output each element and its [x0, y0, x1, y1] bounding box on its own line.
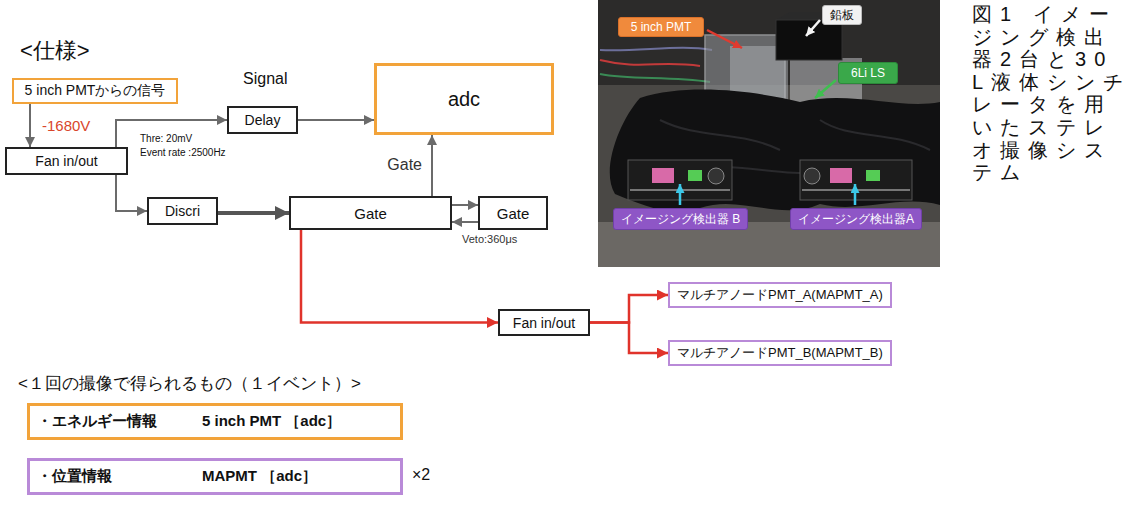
box-text: Gate	[497, 205, 530, 222]
connector-label: Veto:360μs	[460, 233, 519, 245]
section-heading: <仕様>	[20, 36, 90, 66]
leader-arrow	[806, 20, 820, 36]
box-text: Discri	[165, 203, 200, 219]
box-text: マルチアノードPMT_A(MAPMT_A)	[677, 286, 883, 304]
output-box: ・エネルギー情報5 inch PMT ［adc］	[27, 403, 403, 440]
fan-box: Fan in/out	[5, 147, 128, 175]
detector-part	[830, 168, 852, 183]
box-text: ・エネルギー情報	[37, 412, 202, 431]
detector-part	[652, 168, 674, 183]
note-label: Thre: 20mV	[140, 133, 192, 144]
box-text: 5 inch PMTからの信号	[25, 82, 166, 100]
leader-arrow	[707, 30, 742, 48]
signal-connector	[590, 323, 668, 354]
box-text: Delay	[245, 112, 281, 128]
photo-tag: 5 inch PMT	[618, 17, 704, 37]
box-text: 鉛板	[830, 7, 854, 24]
output-box: ・位置情報MAPMT ［adc］	[27, 458, 403, 495]
note-label: Signal	[243, 70, 287, 88]
cloth-fold	[660, 120, 780, 150]
connector-label: Gate	[385, 156, 424, 174]
connector-label: -1680V	[40, 117, 92, 134]
adc-box: adc	[374, 63, 554, 135]
box-text: Gate	[354, 205, 387, 222]
signal-connector	[116, 175, 147, 211]
signal-connector	[29, 104, 31, 147]
discriminator-box: Discri	[147, 197, 218, 225]
box-text: 5 inch PMT ［adc］	[202, 412, 341, 431]
detector-part	[688, 170, 702, 181]
note-label: ×2	[412, 466, 430, 484]
signal-connector	[452, 204, 478, 206]
figure-caption: 図1 イメージング検出器2台と30L液体シンチレータを用いたステレオ撮像システム	[972, 3, 1132, 184]
box-text: 5 inch PMT	[631, 20, 692, 34]
delay-box: Delay	[227, 106, 298, 134]
leader-arrow	[854, 184, 857, 205]
photo-tag: イメージング検出器 B	[613, 208, 748, 230]
detector-part	[866, 170, 880, 181]
mapmt-box: マルチアノードPMT_A(MAPMT_A)	[668, 282, 892, 308]
box-text: Fan in/out	[513, 315, 575, 331]
lens	[804, 168, 820, 184]
box-text: イメージング検出器A	[798, 211, 914, 228]
box-text: イメージング検出器 B	[621, 211, 740, 228]
lens	[708, 168, 724, 184]
box-text: Fan in/out	[35, 153, 97, 169]
leader-arrow	[815, 80, 836, 98]
section-heading: <１回の撮像で得られるもの（１イベント）>	[18, 372, 361, 395]
photo-ground	[598, 0, 940, 267]
photo-tag: イメージング検出器A	[790, 208, 922, 230]
cable	[600, 60, 700, 66]
box-text: adc	[448, 88, 480, 111]
box-text: マルチアノードPMT_B(MAPMT_B)	[677, 344, 883, 362]
lead-plate	[776, 20, 842, 60]
signal-connector	[452, 221, 478, 223]
fan-box: Fan in/out	[498, 309, 590, 336]
signal-connector	[431, 135, 433, 196]
signal-connector	[590, 295, 668, 323]
black-cloth	[610, 90, 940, 212]
signal-connector	[116, 120, 227, 147]
cable	[600, 74, 710, 82]
gate-box: Gate	[478, 196, 548, 230]
gate-box: Gate	[289, 196, 452, 230]
box-text: MAPMT ［adc］	[202, 467, 317, 486]
cloth-fold	[820, 120, 930, 150]
photo-tag: 6Li LS	[838, 62, 898, 84]
leader-arrow	[679, 184, 682, 205]
cable	[600, 48, 712, 51]
mapmt-box: マルチアノードPMT_B(MAPMT_B)	[668, 340, 892, 366]
photo-tag: 鉛板	[822, 5, 862, 25]
signal-connector	[218, 211, 289, 215]
box-text: ・位置情報	[37, 467, 202, 486]
signal-source-box: 5 inch PMTからの信号	[12, 78, 178, 104]
box-text: 6Li LS	[851, 66, 885, 80]
signal-connector	[298, 119, 374, 121]
note-label: Event rate :2500Hz	[140, 147, 226, 158]
